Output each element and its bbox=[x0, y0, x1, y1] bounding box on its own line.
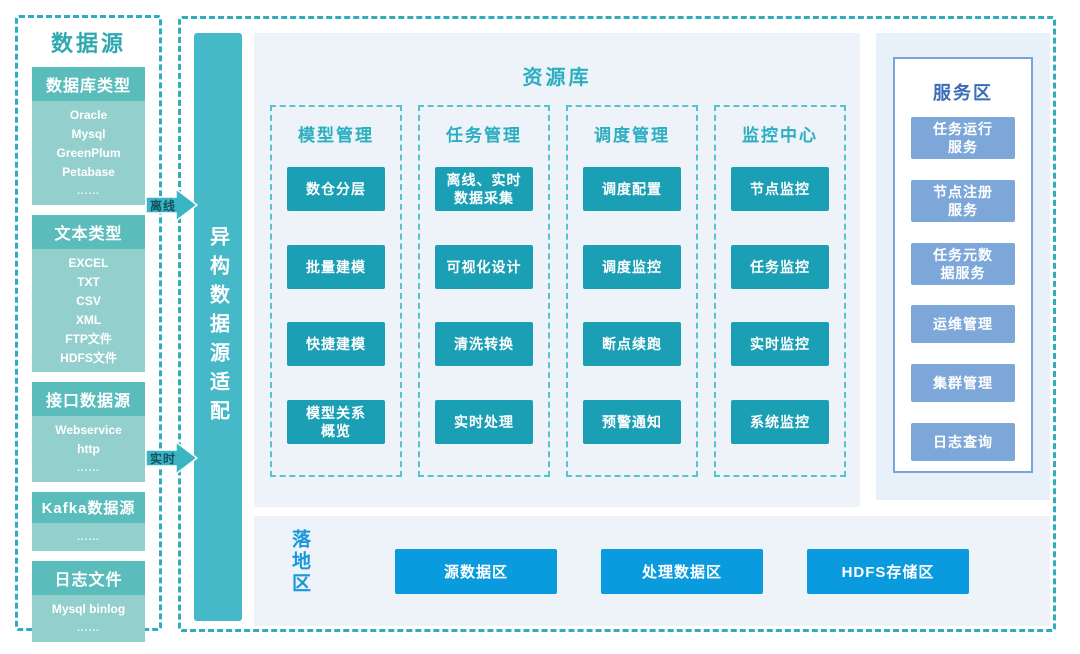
column-boxes: 离线、实时 数据采集 可视化设计 清洗转换 实时处理 bbox=[420, 150, 548, 461]
section-items: ...... bbox=[32, 523, 145, 551]
section-header: 接口数据源 bbox=[32, 382, 145, 416]
column-boxes: 调度配置 调度监控 断点续跑 预警通知 bbox=[568, 150, 696, 461]
feature-box: 批量建模 bbox=[287, 244, 385, 289]
feature-box: 实时监控 bbox=[731, 322, 829, 367]
section-items: Webservice http ...... bbox=[32, 416, 145, 482]
list-item: CSV bbox=[76, 294, 101, 308]
offline-arrow-label: 离线 bbox=[149, 199, 176, 213]
section-api-source: 接口数据源 Webservice http ...... bbox=[32, 382, 145, 482]
list-item: Webservice bbox=[55, 423, 122, 437]
section-items: Oracle Mysql GreenPlum Petabase ...... bbox=[32, 101, 145, 205]
landing-area-panel: 落地区 源数据区 处理数据区 HDFS存储区 bbox=[254, 516, 1050, 626]
service-item: 任务元数 据服务 bbox=[911, 242, 1015, 285]
service-item: 节点注册 服务 bbox=[911, 179, 1015, 222]
realtime-arrow-label: 实时 bbox=[149, 452, 176, 466]
column-boxes: 节点监控 任务监控 实时监控 系统监控 bbox=[716, 150, 844, 461]
ellipsis-item: ...... bbox=[77, 463, 100, 474]
resource-library-panel: 资源库 模型管理 数仓分层 批量建模 快捷建模 模型关系 概览 任务管理 离线、… bbox=[254, 33, 860, 507]
feature-box: 可视化设计 bbox=[435, 244, 533, 289]
list-item: Oracle bbox=[69, 108, 108, 122]
section-text-type: 文本类型 EXCEL TXT CSV XML FTP文件 HDFS文件 bbox=[32, 215, 145, 372]
landing-zone-box: 源数据区 bbox=[395, 548, 557, 594]
resource-columns: 模型管理 数仓分层 批量建模 快捷建模 模型关系 概览 任务管理 离线、实时 数… bbox=[270, 105, 846, 477]
data-source-title: 数据源 bbox=[50, 31, 126, 56]
list-item: GreenPlum bbox=[56, 146, 121, 160]
ellipsis-item: ...... bbox=[77, 532, 100, 543]
feature-box: 模型关系 概览 bbox=[287, 400, 385, 445]
column-boxes: 数仓分层 批量建模 快捷建模 模型关系 概览 bbox=[272, 150, 400, 461]
list-item: Mysql binlog bbox=[51, 602, 126, 616]
column-header: 任务管理 bbox=[446, 126, 522, 145]
service-item: 日志查询 bbox=[911, 422, 1015, 461]
ellipsis-item: ...... bbox=[77, 623, 100, 634]
section-header: Kafka数据源 bbox=[32, 492, 145, 523]
feature-box: 任务监控 bbox=[731, 244, 829, 289]
list-item: Mysql bbox=[71, 127, 106, 141]
landing-zones: 源数据区 处理数据区 HDFS存储区 bbox=[334, 516, 1030, 626]
adapter-bar: 异构数据源适配 bbox=[194, 33, 242, 621]
service-area-panel: 服务区 任务运行 服务 节点注册 服务 任务元数 据服务 运维管理 集群管理 日… bbox=[876, 33, 1050, 500]
feature-box: 断点续跑 bbox=[583, 322, 681, 367]
section-items: Mysql binlog ...... bbox=[32, 595, 145, 642]
service-items: 任务运行 服务 节点注册 服务 任务元数 据服务 运维管理 集群管理 日志查询 bbox=[895, 107, 1031, 471]
feature-box: 离线、实时 数据采集 bbox=[435, 166, 533, 211]
column-header: 模型管理 bbox=[298, 126, 374, 145]
service-item: 运维管理 bbox=[911, 305, 1015, 344]
section-header: 日志文件 bbox=[32, 561, 145, 595]
realtime-flow-arrow: 实时 bbox=[146, 440, 198, 476]
feature-box: 预警通知 bbox=[583, 400, 681, 445]
feature-box: 调度配置 bbox=[583, 166, 681, 211]
platform-frame bbox=[178, 16, 1056, 632]
list-item: TXT bbox=[77, 275, 100, 289]
column-model-management: 模型管理 数仓分层 批量建模 快捷建模 模型关系 概览 bbox=[270, 105, 402, 477]
offline-flow-arrow: 离线 bbox=[146, 187, 198, 223]
landing-zone-box: 处理数据区 bbox=[601, 548, 763, 594]
list-item: HDFS文件 bbox=[60, 351, 117, 365]
feature-box: 实时处理 bbox=[435, 400, 533, 445]
data-source-panel: 数据源 数据库类型 Oracle Mysql GreenPlum Petabas… bbox=[15, 15, 162, 642]
list-item: EXCEL bbox=[68, 256, 109, 270]
list-item: Petabase bbox=[62, 165, 115, 179]
list-item: http bbox=[77, 442, 100, 456]
list-item: FTP文件 bbox=[65, 332, 112, 346]
landing-zone-box: HDFS存储区 bbox=[807, 548, 969, 594]
column-header: 监控中心 bbox=[742, 126, 818, 145]
feature-box: 快捷建模 bbox=[287, 322, 385, 367]
section-log-files: 日志文件 Mysql binlog ...... bbox=[32, 561, 145, 642]
feature-box: 系统监控 bbox=[731, 400, 829, 445]
feature-box: 清洗转换 bbox=[435, 322, 533, 367]
feature-box: 数仓分层 bbox=[287, 166, 385, 211]
resource-library-title: 资源库 bbox=[522, 67, 592, 89]
column-schedule-management: 调度管理 调度配置 调度监控 断点续跑 预警通知 bbox=[566, 105, 698, 477]
section-items: EXCEL TXT CSV XML FTP文件 HDFS文件 bbox=[32, 249, 145, 372]
column-header: 调度管理 bbox=[594, 126, 670, 145]
feature-box: 节点监控 bbox=[731, 166, 829, 211]
landing-area-title: 落地区 bbox=[289, 529, 310, 595]
column-task-management: 任务管理 离线、实时 数据采集 可视化设计 清洗转换 实时处理 bbox=[418, 105, 550, 477]
column-monitoring-center: 监控中心 节点监控 任务监控 实时监控 系统监控 bbox=[714, 105, 846, 477]
feature-box: 调度监控 bbox=[583, 244, 681, 289]
section-header: 文本类型 bbox=[32, 215, 145, 249]
list-item: XML bbox=[75, 313, 102, 327]
right-arrow-icon bbox=[146, 187, 198, 223]
service-area-box: 服务区 任务运行 服务 节点注册 服务 任务元数 据服务 运维管理 集群管理 日… bbox=[893, 57, 1033, 473]
service-item: 任务运行 服务 bbox=[911, 117, 1015, 160]
section-header: 数据库类型 bbox=[32, 67, 145, 101]
section-kafka-source: Kafka数据源 ...... bbox=[32, 492, 145, 551]
service-item: 集群管理 bbox=[911, 363, 1015, 402]
service-area-title: 服务区 bbox=[933, 83, 993, 103]
ellipsis-item: ...... bbox=[77, 186, 100, 197]
right-arrow-icon bbox=[146, 440, 198, 476]
section-database-type: 数据库类型 Oracle Mysql GreenPlum Petabase ..… bbox=[32, 67, 145, 205]
adapter-bar-label: 异构数据源适配 bbox=[206, 225, 229, 429]
